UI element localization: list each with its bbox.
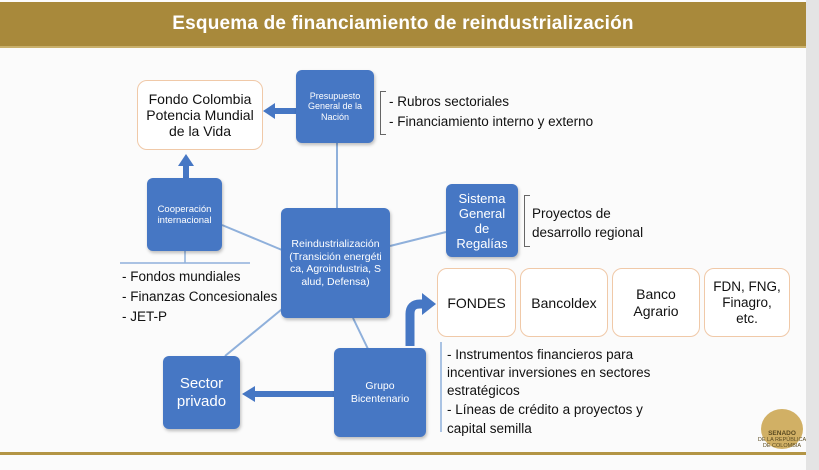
node-sgr: Sistema General de Regalías	[446, 184, 518, 257]
connector-grupo	[352, 317, 369, 350]
node-sgr-label: Sistema General de Regalías	[456, 190, 508, 251]
note-grupo-4: - Líneas de crédito a proyectos y	[447, 402, 643, 417]
note-sgr-1: Proyectos de	[532, 206, 611, 221]
arrow-grupo-to-fondes-head	[422, 293, 436, 315]
node-banco-agrario: Banco Agrario	[612, 268, 700, 337]
node-reindustrializacion-label: Reindustrialización (Transición energéti…	[289, 238, 382, 288]
node-presupuesto: Presupuesto General de la Nación	[296, 70, 374, 143]
note-cooperacion-3: - JET-P	[122, 309, 168, 324]
connector-sgr	[389, 231, 447, 247]
node-grupo-bicentenario-label: Grupo Bicentenario	[350, 380, 410, 405]
node-fondes: FONDES	[437, 268, 516, 337]
title-rule	[0, 46, 806, 48]
slide-title: Esquema de financiamiento de reindustria…	[172, 13, 634, 34]
note-presupuesto-2: - Financiamiento interno y externo	[389, 114, 594, 129]
node-sector-privado-label: Sector privado	[176, 374, 227, 410]
node-cooperacion-label: Cooperación internacional	[157, 203, 212, 226]
node-fondo-colombia-label: Fondo Colombia Potencia Mundial de la Vi…	[146, 91, 254, 139]
node-grupo-bicentenario: Grupo Bicentenario	[334, 348, 426, 437]
node-fdn-label: FDN, FNG, Finagro, etc.	[713, 278, 781, 326]
node-reindustrializacion: Reindustrialización (Transición energéti…	[281, 208, 390, 318]
node-presupuesto-label: Presupuesto General de la Nación	[307, 90, 363, 122]
note-grupo-3: estratégicos	[447, 383, 520, 398]
note-cooperacion-2: - Finanzas Concesionales	[122, 289, 278, 304]
node-fdn: FDN, FNG, Finagro, etc.	[704, 268, 790, 337]
node-cooperacion: Cooperación internacional	[147, 178, 222, 251]
bottom-frame	[0, 452, 806, 455]
connector-sector-privado	[224, 304, 288, 357]
title-banner: Esquema de financiamiento de reindustria…	[0, 2, 806, 46]
node-sector-privado: Sector privado	[163, 356, 240, 429]
node-fondes-label: FONDES	[447, 294, 506, 311]
note-cooperacion-1: - Fondos mundiales	[122, 269, 241, 284]
note-grupo-5: capital semilla	[447, 421, 532, 436]
note-grupo-1: - Instrumentos financieros para	[447, 347, 634, 362]
arrow-presupuesto-to-fondo-head	[263, 103, 275, 119]
connector-cooperacion	[221, 224, 283, 251]
arrow-grupo-to-fondes	[405, 299, 424, 346]
node-bancoldex-label: Bancoldex	[531, 294, 597, 311]
node-banco-agrario-label: Banco Agrario	[633, 285, 679, 319]
right-edge	[806, 0, 819, 470]
senado-seal-icon	[761, 409, 803, 449]
note-grupo-2: incentivar inversiones en sectores	[447, 365, 651, 380]
logo-line-2: DE LA REPÚBLICA	[757, 437, 807, 443]
senado-logo-text: SENADO DE LA REPÚBLICA DE COLOMBIA	[756, 430, 808, 449]
logo-line-3: DE COLOMBIA	[762, 443, 802, 449]
note-presupuesto-1: - Rubros sectoriales	[389, 94, 510, 109]
note-sgr-2: desarrollo regional	[532, 225, 644, 240]
bracket-sgr	[524, 195, 530, 247]
node-bancoldex: Bancoldex	[520, 268, 608, 337]
node-fondo-colombia: Fondo Colombia Potencia Mundial de la Vi…	[137, 80, 263, 150]
arrow-cooperacion-to-fondo-head	[178, 154, 194, 166]
arrow-grupo-to-sector-head	[242, 386, 255, 402]
logo-line-1: SENADO	[768, 430, 796, 437]
bracket-presupuesto	[380, 91, 386, 135]
